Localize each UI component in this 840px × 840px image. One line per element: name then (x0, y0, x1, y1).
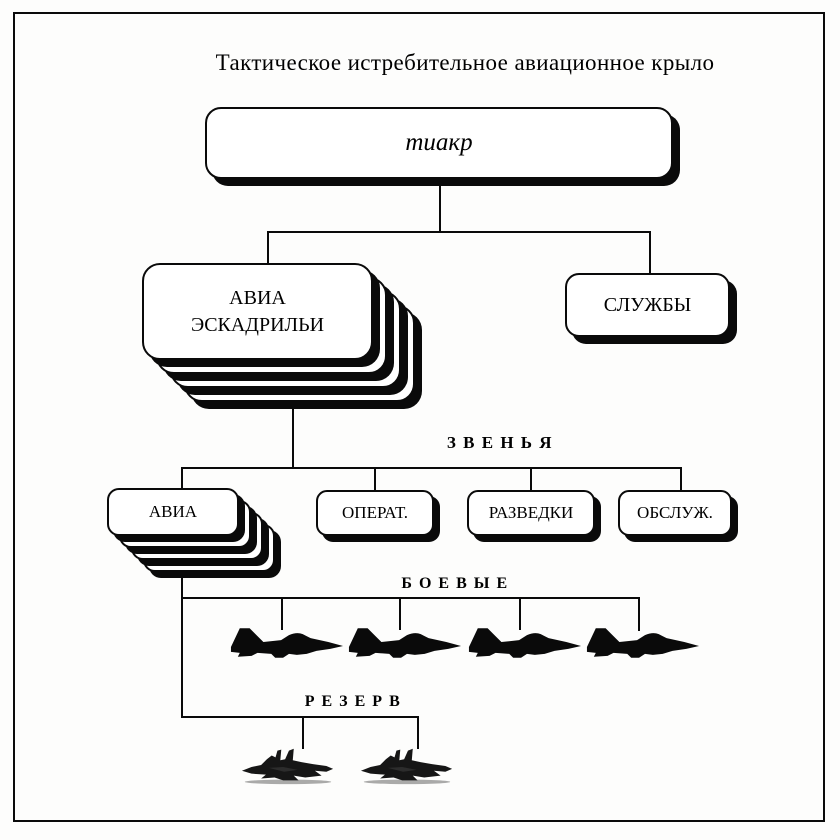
combat-jets-row (0, 627, 840, 667)
connector-line (268, 231, 651, 233)
connector-line (267, 231, 269, 265)
connector-line (292, 380, 294, 469)
connector-line (417, 716, 419, 749)
diagram-border-frame (13, 12, 825, 822)
connector-line (649, 231, 651, 275)
connector-line (182, 467, 682, 469)
org-box-avia-eskadrili-label-line1: АВИА (229, 286, 286, 309)
org-box-sluzhby: СЛУЖБЫ (565, 273, 730, 337)
fighter-jet-icon (228, 627, 346, 663)
fighter-jet-icon (346, 627, 464, 663)
org-box-operat: ОПЕРАТ. (316, 490, 434, 536)
org-box-razvedki-label: РАЗВЕДКИ (488, 503, 574, 522)
connector-line (638, 597, 640, 631)
connector-line (439, 179, 441, 232)
connector-line (181, 555, 183, 718)
org-box-avia-eskadrili: АВИА ЭСКАДРИЛЬИ (142, 263, 373, 360)
connector-line (281, 597, 283, 630)
fighter-jet-icon (466, 627, 584, 663)
connector-line (302, 716, 304, 749)
org-box-razvedki: РАЗВЕДКИ (467, 490, 595, 536)
diagram-title: Тактическое истребительное авиационное к… (215, 50, 715, 75)
org-box-avia: АВИА (107, 488, 239, 536)
section-label-boevye: Б О Е В Ы Е (401, 575, 509, 592)
connector-line (182, 597, 640, 599)
section-label-rezerv: Р Е З Е Р В (304, 693, 402, 710)
connector-line (519, 597, 521, 630)
org-box-obsluzh: ОБСЛУЖ. (618, 490, 732, 536)
org-box-avia-eskadrili-label-line2: ЭСКАДРИЛЬИ (190, 313, 325, 336)
connector-line (182, 716, 419, 718)
fighter-jet-icon (584, 627, 702, 663)
org-box-obsluzh-label: ОБСЛУЖ. (637, 503, 713, 522)
org-box-tiakr: тиакр (205, 107, 673, 179)
connector-line (181, 467, 183, 491)
org-box-avia-label: АВИА (148, 502, 198, 521)
reserve-jets-row (0, 746, 840, 788)
connector-line (680, 467, 682, 492)
org-box-sluzhby-label: СЛУЖБЫ (603, 293, 692, 316)
parked-fighter-jet-icon (240, 746, 336, 786)
section-label-zvenya: З В Е Н Ь Я (446, 433, 554, 452)
org-box-tiakr-label: тиакр (405, 129, 473, 156)
connector-line (530, 467, 532, 492)
connector-line (374, 467, 376, 492)
parked-fighter-jet-icon (359, 746, 455, 786)
org-box-operat-label: ОПЕРАТ. (342, 503, 408, 522)
connector-line (399, 597, 401, 630)
